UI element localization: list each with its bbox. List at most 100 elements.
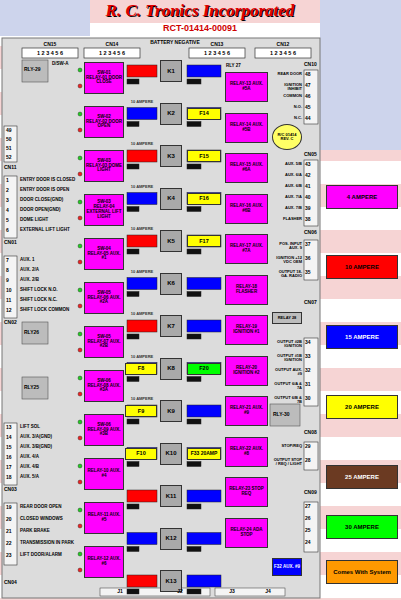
relay-fuse-box: RELAY 28 — [272, 312, 302, 324]
board-label: OUTPUT 6/A & 7A — [272, 382, 302, 391]
board-label: CN15 — [44, 42, 57, 48]
board-label: 11 — [6, 298, 11, 304]
node-text: K3 — [167, 153, 175, 160]
board-label: 48 — [305, 72, 311, 78]
board-label: 20 — [6, 517, 12, 523]
relay-fuse-box: F10 — [125, 448, 157, 460]
board-label: 32 — [305, 368, 311, 374]
node-text: RELAY-09 AUX. #3B — [86, 428, 122, 438]
relay-fuse-box: K10 — [160, 443, 182, 465]
board-label: CN03 — [4, 487, 17, 493]
board-label: 1 — [6, 178, 9, 184]
legend-swatch: Comes With System — [326, 560, 398, 584]
board-label: RLY 27 — [226, 64, 241, 69]
legend-text: 4 AMPERE — [347, 194, 377, 200]
relay-fuse-box: F8 — [125, 363, 157, 375]
board-label: COMMON — [283, 94, 302, 98]
board-label: 15 — [6, 445, 12, 451]
board-label: N.C. — [294, 116, 302, 120]
board-label: RLY25 — [24, 385, 39, 391]
board-label: 23 — [6, 553, 12, 559]
board-label: CN01 — [4, 240, 17, 246]
relay-fuse-box: SW-05RELAY-06 AUX. #2A — [84, 282, 124, 314]
relay-fuse-box: F16 — [187, 193, 221, 205]
board-label: OUTPUT #1B IGNITION — [272, 354, 302, 363]
board-label: CN07 — [304, 300, 317, 306]
board-label: 30 — [305, 396, 311, 402]
relay-fuse-box: RELAY-13 AUX. #5A — [225, 72, 268, 102]
board-label: 18 — [6, 475, 12, 481]
board-label: 8 — [6, 268, 9, 274]
node-text: RELAY-13 AUX. #5A — [227, 82, 266, 92]
node-text: K11 — [166, 493, 177, 500]
board-label: 44 — [305, 116, 311, 122]
board-label: 10 AMPERE — [131, 142, 154, 146]
board-label: CN14 — [106, 42, 119, 48]
board-label: 50 — [6, 137, 12, 143]
node-text: K2 — [167, 110, 175, 117]
node-text: K12 — [165, 535, 176, 542]
legend-swatch: 4 AMPERE — [326, 185, 398, 209]
relay-fuse-box: SW-03RELAY-04 EXTERNAL LIFT LIGHT — [84, 194, 124, 226]
board-label: 34 — [305, 340, 311, 346]
legend-swatch: 15 AMPERE — [326, 325, 398, 349]
node-text: RELAY-24 ADA STOP — [227, 528, 266, 538]
board-label: 45 — [305, 105, 311, 111]
board-label: CN11 — [4, 165, 17, 171]
relay-fuse-box: RELAY-22 AUX. #8 — [225, 437, 268, 467]
node-text: K4 — [167, 195, 175, 202]
board-label: 41 — [305, 184, 311, 190]
board-label: 1 2 3 4 5 6 — [37, 50, 63, 56]
node-text: RELAY-20 IGNITION #2 — [227, 366, 266, 376]
board-label: OUTPUT AUX. #9 — [272, 368, 302, 377]
title: R. C. Tronics Incorporated — [106, 1, 295, 21]
board-label: 3 — [6, 198, 9, 204]
node-text: RELAY-07 AUX. #2B — [86, 340, 122, 350]
board-label: TRANSMISSION IN PARK — [20, 541, 74, 546]
node-text: RELAY-17 AUX. #7A — [227, 244, 266, 254]
legend-text: 30 AMPERE — [345, 524, 379, 530]
relay-fuse-box: RELAY-20 IGNITION #2 — [225, 356, 268, 386]
board-label: 31 — [305, 382, 311, 388]
board-label: 1 2 3 4 5 6 — [99, 50, 125, 56]
board-label: 49 — [6, 128, 12, 134]
node-text: RELAY-10 AUX. #4 — [86, 469, 122, 479]
relay-fuse-box: F20 — [187, 363, 221, 375]
board-label: 46 — [305, 94, 311, 100]
relay-fuse-box: RELAY-11 AUX. #5 — [84, 502, 124, 534]
board-label: CLOSED WINDOWS — [20, 517, 63, 522]
relay-fuse-box: RELAY-18 FLASHER — [225, 275, 268, 305]
relay-fuse-box: K7 — [160, 315, 182, 337]
board-label: 22 — [6, 541, 12, 547]
board-label: N.O. — [294, 105, 302, 109]
relay-fuse-box: K12 — [160, 528, 182, 550]
board-label: CN05 — [304, 152, 317, 158]
board-label: 10 AMPERE — [131, 100, 154, 104]
board-label: SHIFT LOCK N.C. — [20, 298, 57, 303]
board-label: ENTRY DOOR IS OPEN — [20, 188, 69, 193]
node-text: K6 — [167, 280, 175, 287]
board-label: PARK BRAKE — [20, 529, 50, 534]
relay-fuse-box: K2 — [160, 103, 182, 125]
board-label: 4 — [6, 208, 9, 214]
board-label: AUX. 6/A — [285, 173, 302, 177]
relay-fuse-box: K4 — [160, 188, 182, 210]
board-label: RLY-29 — [24, 67, 41, 73]
board-label: LIFT DOOR/ALARM — [20, 553, 62, 558]
board-label: 36 — [305, 256, 311, 262]
relay-fuse-box: RELAY-23 STOP REQ — [225, 477, 268, 507]
board-label: CN08 — [304, 430, 317, 436]
relay-fuse-box: SW-04RELAY-05 AUX. #1 — [84, 238, 124, 270]
board-label: IGNITION INHIBIT — [272, 83, 302, 92]
board-label: AUX. 1 — [20, 258, 35, 263]
board-label: ENTRY DOOR IS CLOSED — [20, 178, 75, 183]
relay-fuse-box: SW-03RELAY-03 DOME LIGHT — [84, 150, 124, 182]
board-label: IGNITION +12 VDC OEM — [272, 256, 302, 265]
node-text: K8 — [167, 365, 175, 372]
board-label: RCT-01414-00091 — [163, 24, 237, 34]
node-text: F33 20AMP — [191, 451, 218, 457]
relay-fuse-box: K3 — [160, 145, 182, 167]
board-label: 21 — [6, 529, 12, 535]
board-label: 51 — [6, 146, 12, 152]
